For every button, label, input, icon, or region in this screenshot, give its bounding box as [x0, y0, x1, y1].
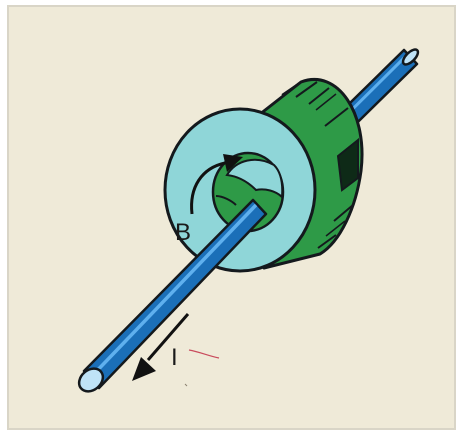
- field-label-b: B: [175, 221, 191, 245]
- current-label-i: I: [171, 346, 178, 370]
